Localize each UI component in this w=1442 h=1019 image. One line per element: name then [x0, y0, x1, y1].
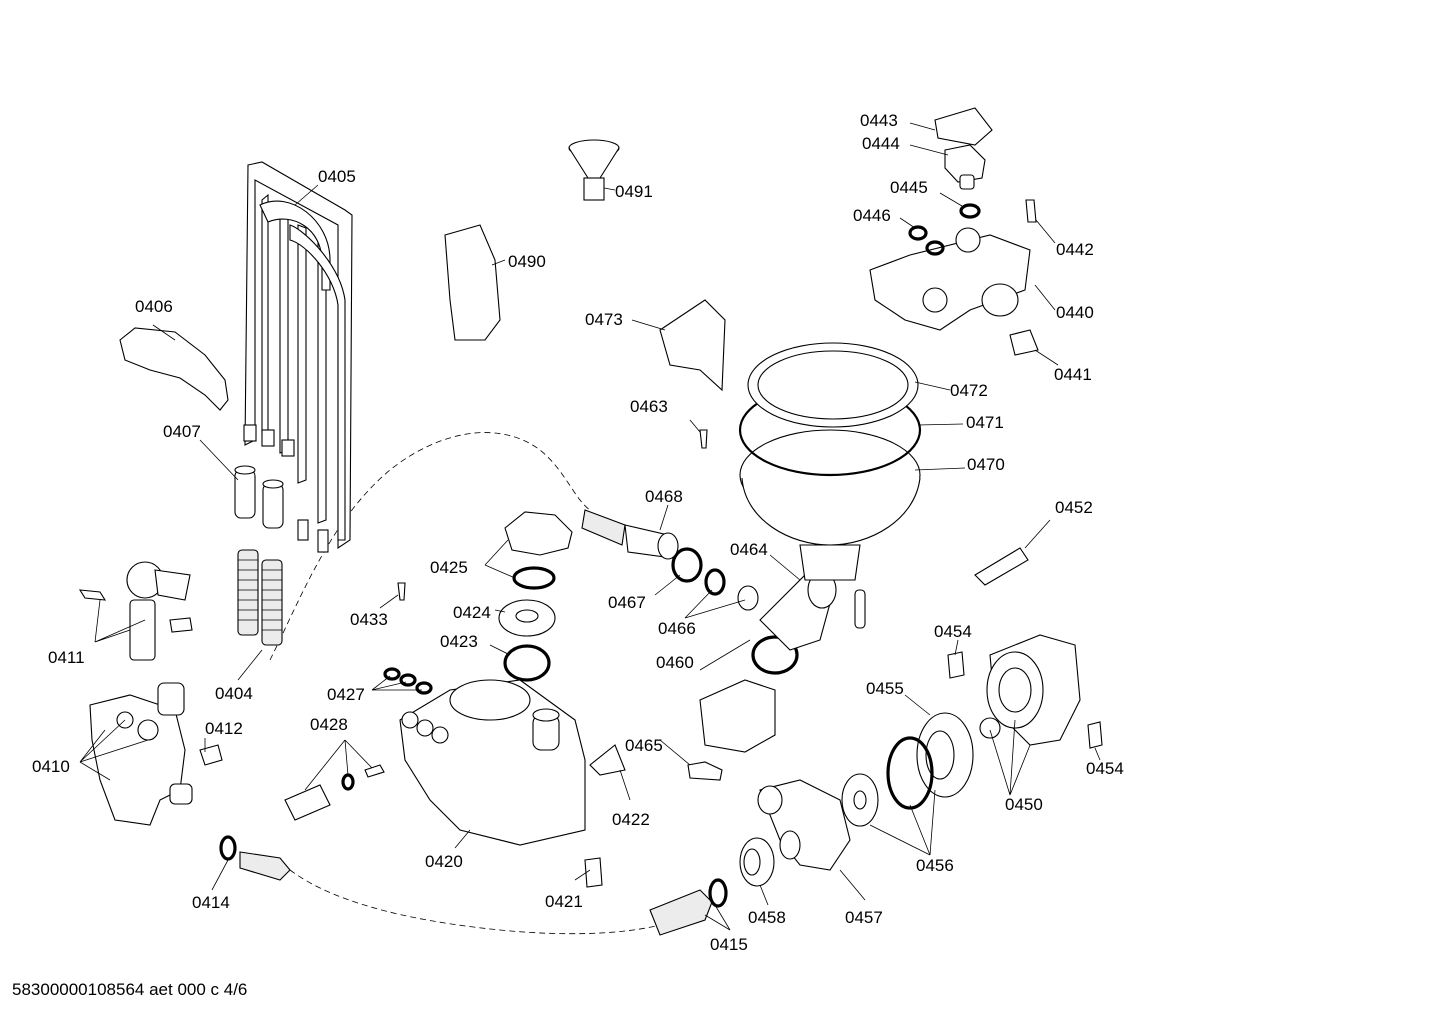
part-0490-bottle	[444, 224, 501, 341]
label-0415: 0415	[710, 935, 748, 954]
label-0458: 0458	[748, 908, 786, 927]
part-0442-clip	[1025, 199, 1037, 223]
label-0490: 0490	[508, 252, 546, 271]
part-0458-seal	[739, 837, 775, 887]
label-0450: 0450	[1005, 795, 1043, 814]
part-0411-sensor	[78, 561, 193, 661]
part-0422-bracket	[589, 744, 626, 776]
part-0443-cover	[934, 107, 993, 146]
part-0452-cartridge	[974, 547, 1029, 586]
hose-routing-dashed-line-lower	[289, 869, 661, 935]
label-0424: 0424	[453, 603, 491, 622]
part-0420-container	[399, 679, 586, 846]
part-0424-nut	[498, 599, 556, 637]
label-0428: 0428	[310, 715, 348, 734]
label-0445: 0445	[890, 178, 928, 197]
label-0455: 0455	[866, 679, 904, 698]
part-0466-ring-b	[737, 585, 759, 611]
label-0441: 0441	[1054, 365, 1092, 384]
label-0491: 0491	[615, 182, 653, 201]
part-0455-pump-housing	[916, 712, 974, 798]
part-0454-clip-a	[947, 651, 965, 679]
label-0444: 0444	[862, 134, 900, 153]
part-0466-ring-a	[704, 568, 726, 596]
label-0423: 0423	[440, 632, 478, 651]
label-0456: 0456	[916, 856, 954, 875]
label-0442: 0442	[1056, 240, 1094, 259]
part-0468-hose	[581, 509, 679, 560]
part-0423-ring	[503, 644, 551, 682]
part-0464-connector	[759, 569, 866, 651]
leader-lines	[79, 122, 1101, 931]
part-0407-sleeves	[234, 465, 284, 529]
label-0464: 0464	[730, 540, 768, 559]
part-0404-corrugated-hoses	[237, 549, 283, 646]
part-0465-clamp	[687, 761, 723, 781]
label-0406: 0406	[135, 297, 173, 316]
label-0471: 0471	[966, 413, 1004, 432]
part-0410-valve-block	[89, 682, 193, 826]
label-0472: 0472	[950, 381, 988, 400]
part-0457-volute	[757, 779, 851, 871]
part-0405-tube-manifold	[243, 161, 353, 553]
label-0470: 0470	[967, 455, 1005, 474]
label-0422: 0422	[612, 810, 650, 829]
part-0467-clip	[671, 547, 703, 583]
part-0450-pump-motor	[979, 634, 1081, 746]
label-0454-b: 0454	[1086, 759, 1124, 778]
label-0465: 0465	[625, 736, 663, 755]
label-0405: 0405	[318, 167, 356, 186]
label-0425: 0425	[430, 558, 468, 577]
label-0412: 0412	[205, 719, 243, 738]
label-0454-a: 0454	[934, 622, 972, 641]
part-0456-impeller	[841, 736, 934, 827]
part-0428-valve	[284, 764, 385, 821]
label-0473: 0473	[585, 310, 623, 329]
part-0463-screw	[699, 429, 708, 449]
drawing-reference-footer: 58300000108564 aet 000 c 4/6	[12, 980, 248, 999]
label-0420: 0420	[425, 852, 463, 871]
part-0444-coil	[944, 144, 986, 190]
part-0440-aquastop-block	[869, 227, 1039, 356]
label-0467: 0467	[608, 593, 646, 612]
part-0445-ring	[959, 203, 981, 219]
label-0457: 0457	[845, 908, 883, 927]
part-0454-clip-b	[1087, 721, 1103, 749]
label-0433: 0433	[350, 610, 388, 629]
part-0446-ring-a	[908, 225, 928, 241]
part-0414-hose	[219, 835, 291, 881]
label-0440: 0440	[1056, 303, 1094, 322]
label-0427: 0427	[327, 685, 365, 704]
label-0463: 0463	[630, 397, 668, 416]
part-0427-o-rings	[383, 667, 433, 695]
label-0466: 0466	[658, 619, 696, 638]
part-0460-drain-pump	[699, 635, 799, 753]
part-0473-cover	[659, 299, 726, 392]
part-0421-clip	[584, 857, 603, 888]
label-0468: 0468	[645, 487, 683, 506]
part-0425-cap	[504, 511, 573, 590]
part-0406-cover	[119, 327, 229, 411]
label-0421: 0421	[545, 892, 583, 911]
label-0410: 0410	[32, 757, 70, 776]
label-0460: 0460	[656, 653, 694, 672]
label-0443: 0443	[860, 111, 898, 130]
part-0446-ring-b	[925, 240, 945, 256]
part-0491-funnel	[568, 139, 620, 201]
label-0411: 0411	[48, 648, 85, 667]
part-0415-hose	[649, 878, 728, 936]
hose-routing-dashed-line	[269, 432, 591, 661]
part-0433-screw	[397, 582, 406, 601]
label-0414: 0414	[192, 893, 230, 912]
label-0404: 0404	[215, 684, 253, 703]
part-0412-clip	[199, 744, 223, 766]
label-0446: 0446	[853, 206, 891, 225]
label-0407: 0407	[163, 422, 201, 441]
part-0472-filter-ring	[747, 342, 919, 428]
label-0452: 0452	[1055, 498, 1093, 517]
